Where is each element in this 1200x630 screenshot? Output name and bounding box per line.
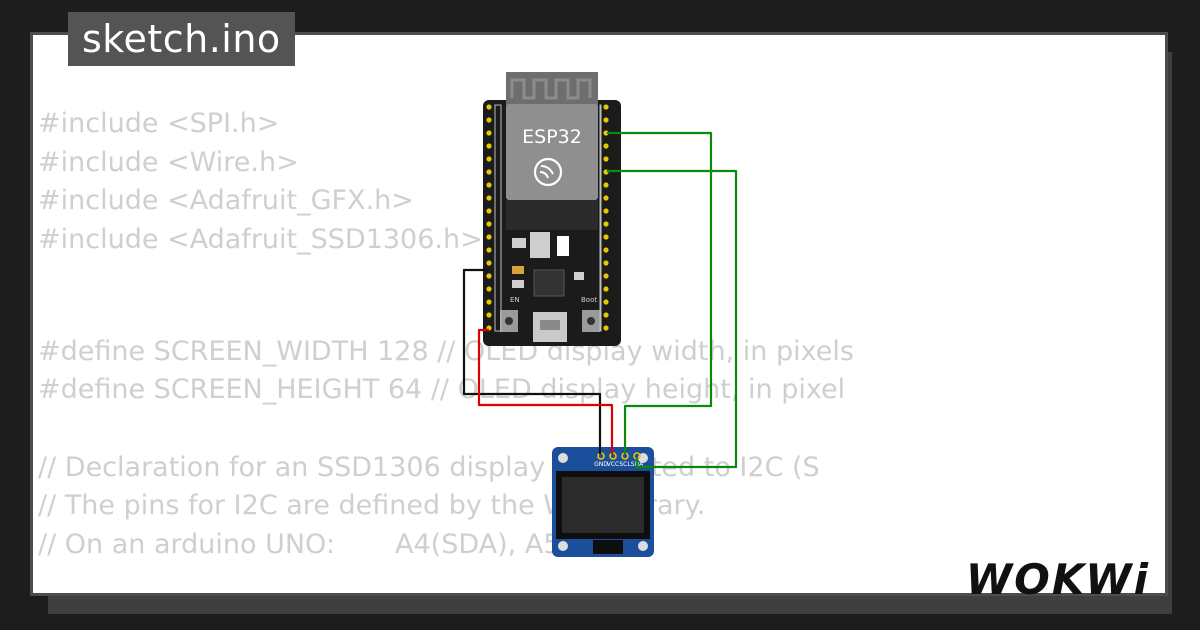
- oled-display[interactable]: GND VCC SCL SDA: [552, 447, 654, 557]
- pin-label-gnd: GND: [594, 461, 608, 468]
- espressif-icon: [533, 157, 563, 187]
- code-line: #include <Adafruit_GFX.h>: [38, 185, 414, 216]
- esp32-board[interactable]: ESP32 EN Boot: [483, 72, 621, 346]
- code-line: #include <Wire.h>: [38, 147, 299, 178]
- code-line: #include <SPI.h>: [38, 108, 280, 139]
- code-line: #define SCREEN_WIDTH 128 // OLED display…: [38, 336, 854, 367]
- pin-label-scl: SCL: [619, 461, 631, 468]
- code-line: #include <Adafruit_SSD1306.h>: [38, 224, 483, 255]
- boot-label: Boot: [581, 296, 597, 304]
- antenna-area: [506, 72, 598, 106]
- code-line: #define SCREEN_HEIGHT 64 // OLED display…: [38, 374, 846, 405]
- wokwi-logo: WOKWi: [965, 555, 1150, 604]
- en-label: EN: [510, 296, 520, 304]
- wire-sda[interactable]: [607, 131, 713, 454]
- esp32-label: ESP32: [522, 126, 582, 148]
- wire-gnd[interactable]: [462, 268, 602, 454]
- wire-scl[interactable]: [607, 169, 738, 469]
- pin-label-vcc: VCC: [607, 461, 619, 468]
- file-tab[interactable]: sketch.ino: [68, 12, 295, 66]
- wire-vcc[interactable]: [477, 328, 614, 454]
- oled-screen: [562, 477, 644, 533]
- esp32-shield: [506, 104, 598, 200]
